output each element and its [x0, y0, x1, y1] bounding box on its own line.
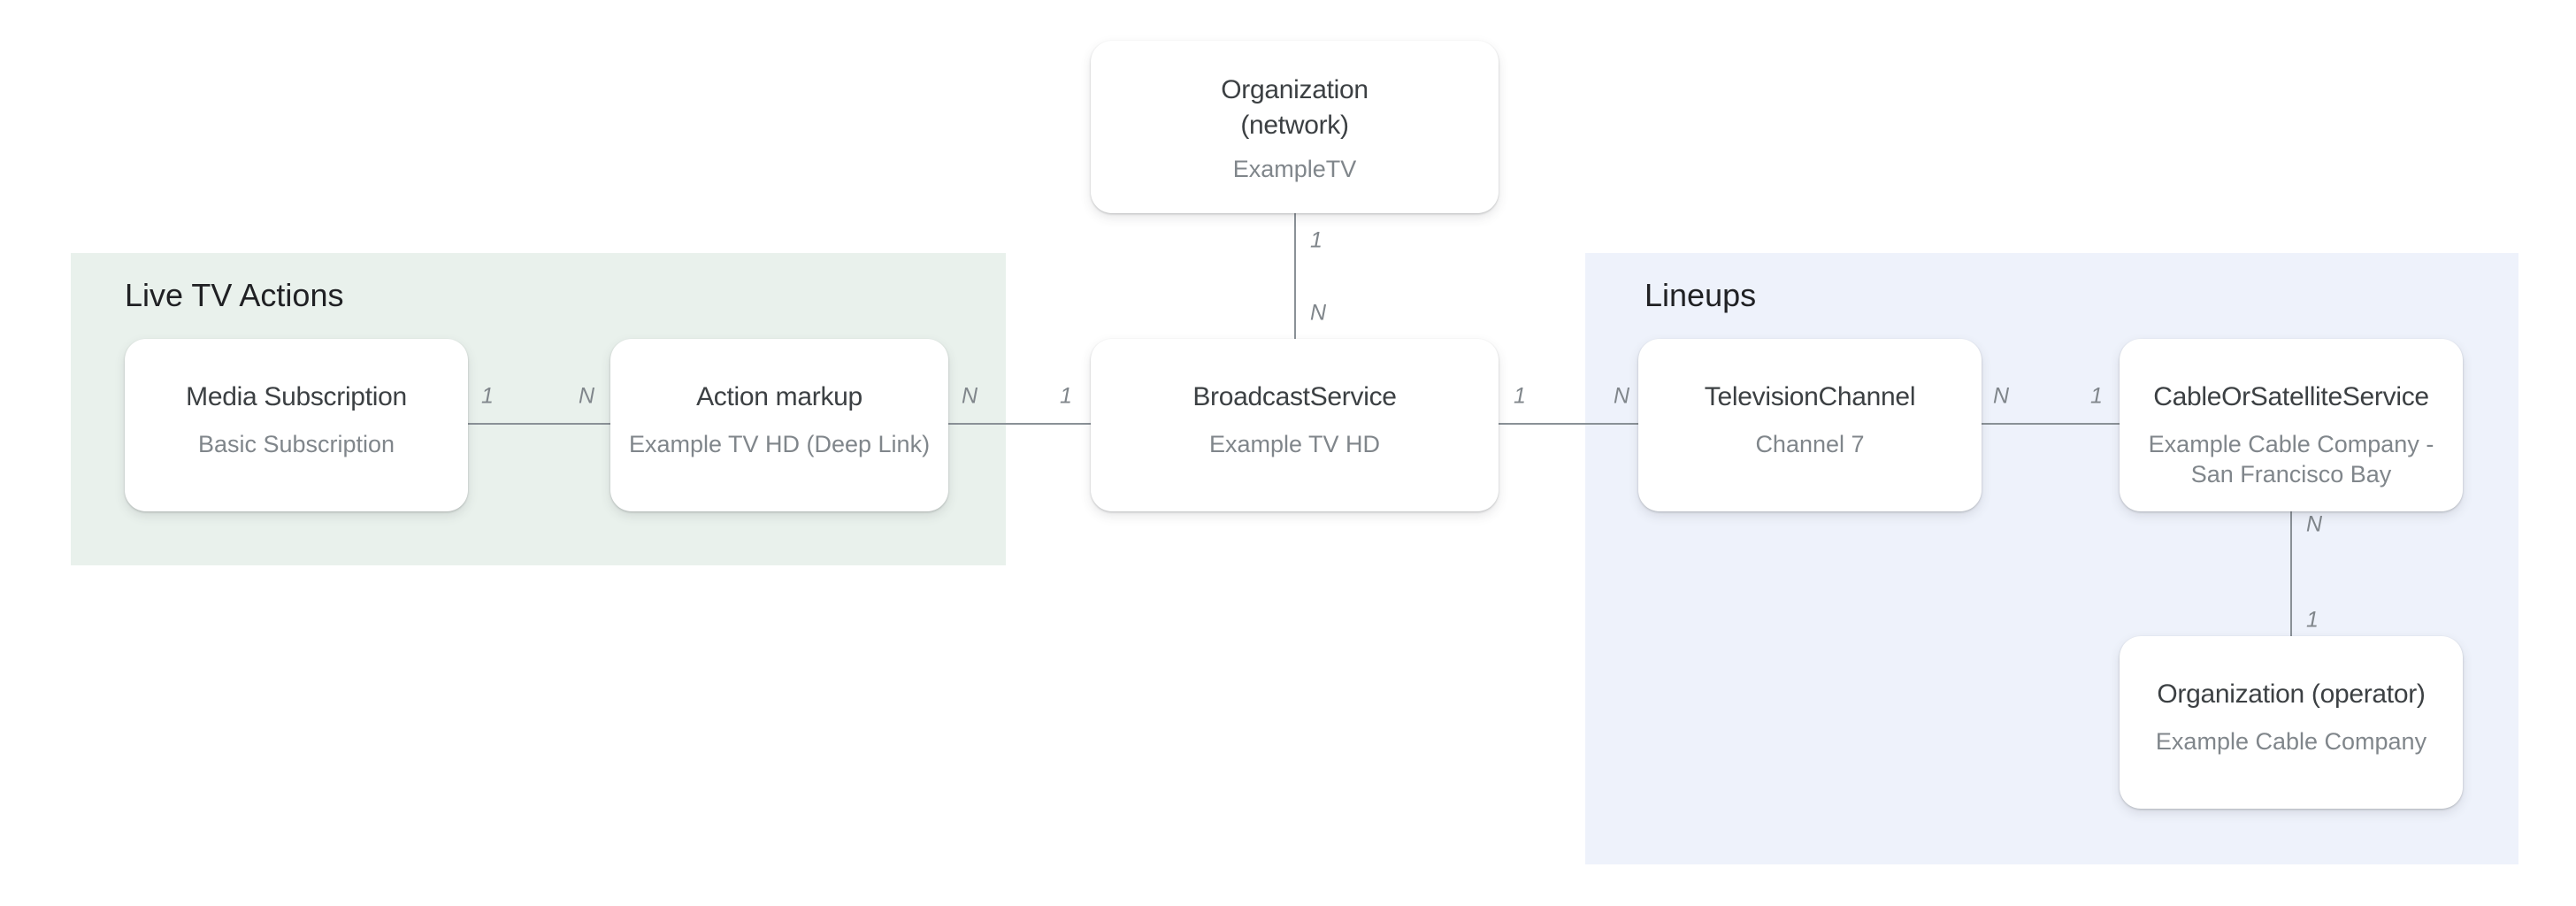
edge-action-markup-broadcast-service — [948, 423, 1091, 425]
node-organization-network: Organization (network) ExampleTV — [1091, 41, 1499, 213]
edge-cable-or-satellite-service-organization-operator — [2290, 511, 2292, 636]
node-title: Action markup — [696, 382, 862, 411]
node-subtitle: Example TV HD (Deep Link) — [628, 431, 931, 457]
node-broadcast-service: BroadcastService Example TV HD — [1091, 339, 1499, 511]
node-subtitle: San Francisco Bay — [2190, 461, 2392, 488]
edge-organization-network-broadcast-service — [1294, 213, 1296, 339]
region-lineups-label: Lineups — [1644, 277, 1757, 313]
cardinality-label: 1 — [2090, 383, 2103, 409]
node-organization-operator: Organization (operator) Example Cable Co… — [2120, 636, 2463, 809]
node-action-markup: Action markup Example TV HD (Deep Link) — [610, 339, 948, 511]
cardinality-label: 1 — [1310, 227, 1322, 253]
cardinality-label: N — [2306, 511, 2323, 537]
node-subtitle: Basic Subscription — [197, 431, 395, 457]
edge-broadcast-service-television-channel — [1499, 423, 1638, 425]
node-title: (network) — [1240, 111, 1349, 140]
node-title: BroadcastService — [1192, 382, 1397, 411]
cardinality-label: 1 — [1514, 383, 1526, 409]
cardinality-label: N — [1992, 383, 2010, 409]
edge-television-channel-cable-or-satellite-service — [1982, 423, 2120, 425]
cardinality-label: 1 — [2306, 607, 2319, 633]
edge-media-subscription-action-markup — [468, 423, 610, 425]
node-title: Organization — [1221, 75, 1368, 104]
node-subtitle: ExampleTV — [1232, 156, 1357, 182]
node-subtitle: Channel 7 — [1755, 431, 1865, 457]
node-title: CableOrSatelliteService — [2153, 382, 2429, 411]
cardinality-label: N — [1310, 300, 1327, 326]
node-title: Media Subscription — [186, 382, 407, 411]
cardinality-label: 1 — [481, 383, 494, 409]
node-subtitle: Example TV HD — [1208, 431, 1381, 457]
node-media-subscription: Media Subscription Basic Subscription — [125, 339, 468, 511]
cardinality-label: N — [578, 383, 595, 409]
region-live-tv-actions-label: Live TV Actions — [125, 277, 344, 313]
node-subtitle: Example Cable Company — [2155, 728, 2427, 755]
node-cable-or-satellite-service: CableOrSatelliteService Example Cable Co… — [2120, 339, 2463, 511]
node-television-channel: TelevisionChannel Channel 7 — [1638, 339, 1982, 511]
cardinality-label: N — [961, 383, 978, 409]
node-title: TelevisionChannel — [1704, 382, 1916, 411]
cardinality-label: N — [1613, 383, 1630, 409]
node-subtitle: Example Cable Company - — [2148, 431, 2434, 457]
node-title: Organization (operator) — [2157, 680, 2426, 709]
cardinality-label: 1 — [1060, 383, 1072, 409]
